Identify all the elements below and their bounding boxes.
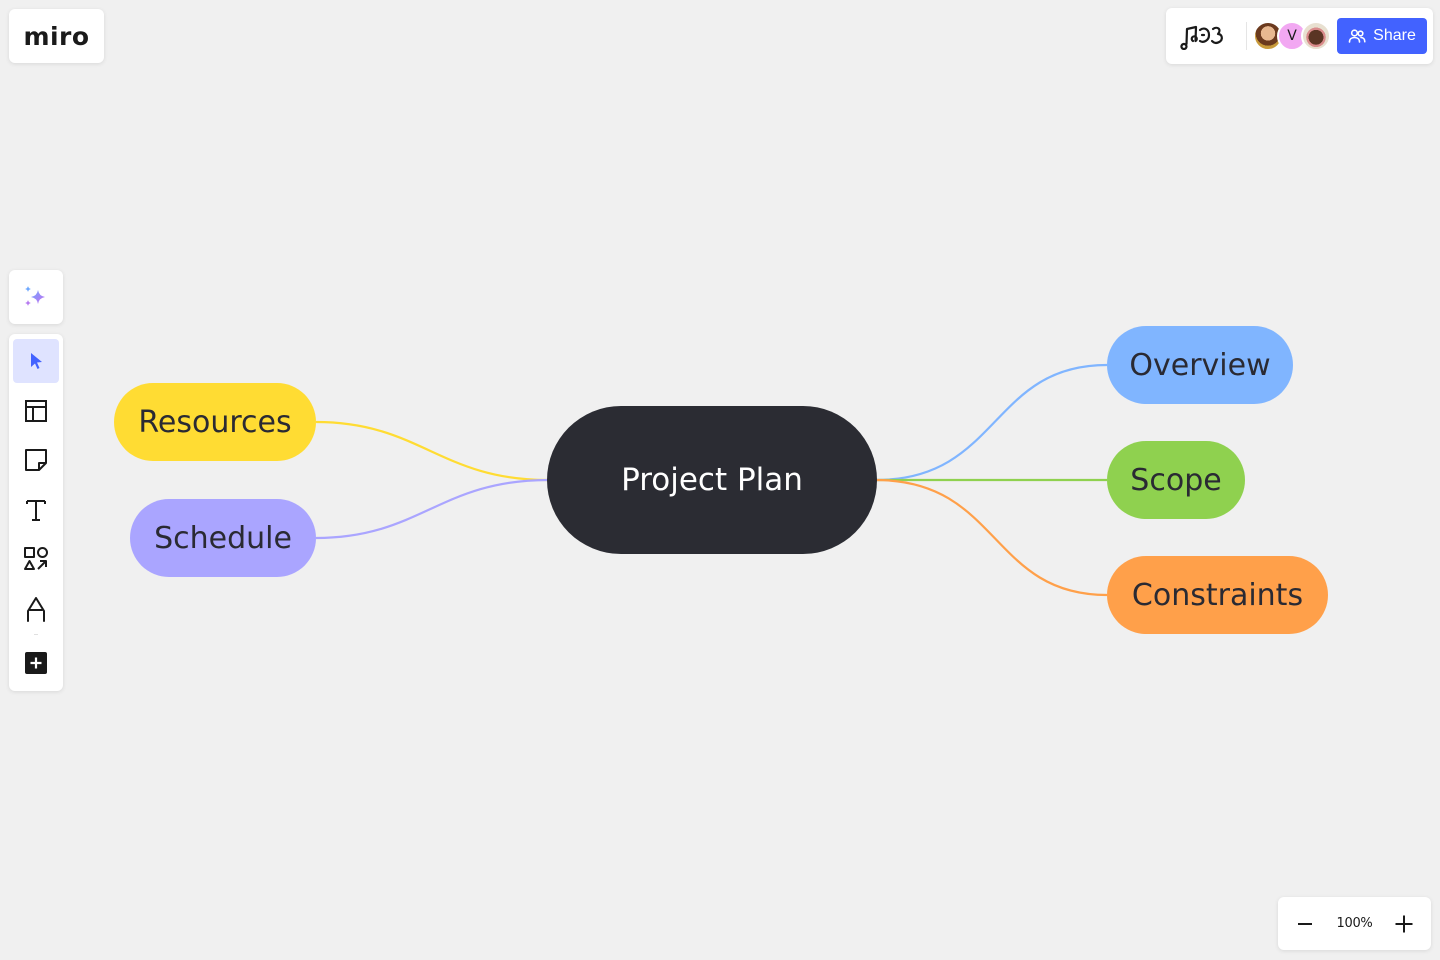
node-scope[interactable]: Scope <box>1107 441 1245 519</box>
collaborator-avatars[interactable]: V <box>1253 21 1331 51</box>
node-constraints[interactable]: Constraints <box>1107 556 1328 634</box>
zoom-out-button[interactable] <box>1292 911 1318 937</box>
reactions-button[interactable] <box>1166 8 1246 64</box>
node-resources[interactable]: Resources <box>114 383 316 461</box>
zoom-level[interactable]: 100% <box>1336 916 1373 931</box>
top-right-toolbar: V Share <box>1166 8 1433 64</box>
shapes-icon <box>24 547 48 570</box>
node-scope-label: Scope <box>1130 462 1222 498</box>
tool-shapes[interactable] <box>13 537 59 581</box>
tool-select[interactable] <box>13 339 59 383</box>
users-icon <box>1348 29 1366 43</box>
node-constraints-label: Constraints <box>1131 577 1304 613</box>
creation-toolbar <box>9 334 63 691</box>
sticky-note-icon <box>25 449 47 471</box>
connector-constraints <box>875 478 1108 597</box>
header-divider <box>1246 22 1247 50</box>
connector-overview <box>875 363 1108 482</box>
zoom-in-button[interactable] <box>1391 911 1417 937</box>
avatar-collaborator-3[interactable] <box>1301 21 1331 51</box>
logo-panel[interactable]: miro <box>9 9 104 63</box>
node-schedule-label: Schedule <box>154 520 292 556</box>
connector-schedule <box>315 478 549 540</box>
music-notes-reaction-icon <box>1180 25 1223 50</box>
toolbar-separator <box>34 634 38 635</box>
plus-icon <box>1395 915 1413 932</box>
ai-assistant-button[interactable] <box>9 270 63 324</box>
node-overview[interactable]: Overview <box>1107 326 1293 404</box>
tool-sticky-note[interactable] <box>13 438 59 482</box>
node-resources-label: Resources <box>138 404 292 440</box>
templates-icon <box>25 399 47 422</box>
zoom-controls: 100% <box>1278 897 1431 950</box>
share-label: Share <box>1373 27 1416 44</box>
tool-pen[interactable] <box>13 587 59 631</box>
tool-text[interactable] <box>13 488 59 532</box>
connector-resources <box>315 420 549 482</box>
pen-icon <box>27 596 45 622</box>
minus-icon <box>1298 922 1312 925</box>
node-overview-label: Overview <box>1129 347 1271 383</box>
miro-logo: miro <box>23 21 90 51</box>
tool-more-apps[interactable] <box>13 641 59 685</box>
avatar-initial: V <box>1287 28 1297 44</box>
cursor-icon <box>31 353 42 369</box>
node-schedule[interactable]: Schedule <box>130 499 316 577</box>
root-node-label: Project Plan <box>621 462 803 498</box>
share-button[interactable]: Share <box>1337 18 1427 54</box>
plus-square-icon <box>25 652 47 674</box>
ai-sparkle-icon <box>25 286 45 306</box>
text-icon <box>26 499 46 521</box>
tool-templates[interactable] <box>13 389 59 433</box>
root-node-project-plan[interactable]: Project Plan <box>547 406 877 554</box>
